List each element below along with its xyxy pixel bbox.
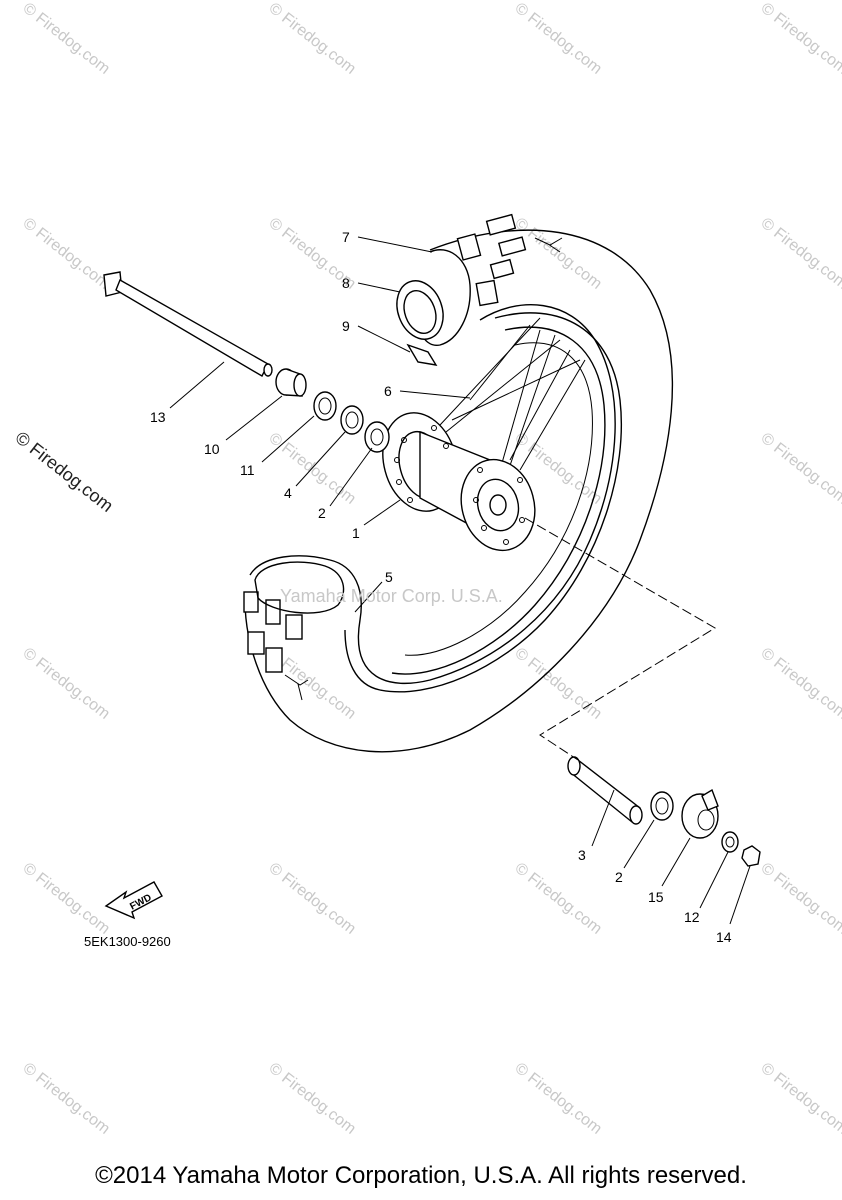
callout-14: 14 — [716, 929, 732, 945]
watermark-tile: © Firedog.com — [20, 860, 113, 938]
callout-3: 3 — [578, 847, 586, 863]
callout-1: 1 — [352, 525, 360, 541]
watermark-tile: © Firedog.com — [758, 430, 842, 508]
watermark-tile: © Firedog.com — [266, 1060, 359, 1138]
axle — [103, 271, 273, 377]
fwd-arrow-icon: FWD — [104, 881, 163, 920]
watermark-tile: © Firedog.com — [758, 215, 842, 293]
watermark-tile: © Firedog.com — [20, 1060, 113, 1138]
callout-5: 5 — [385, 569, 393, 585]
left-bearing-stack — [275, 368, 390, 453]
diagram-code: 5EK1300-9260 — [84, 934, 171, 949]
leader-lines — [169, 236, 751, 925]
tube-and-rim-band — [396, 249, 471, 366]
watermark-tile: © Firedog.com — [512, 645, 605, 723]
center-watermark: Yamaha Motor Corp. U.S.A. — [280, 586, 503, 606]
callout-15: 15 — [648, 889, 664, 905]
watermark-tile: © Firedog.com — [20, 215, 113, 293]
callout-8: 8 — [342, 275, 350, 291]
callout-labels: 7 8 9 6 13 10 11 4 2 1 5 3 2 15 12 14 — [150, 229, 732, 945]
callout-9: 9 — [342, 318, 350, 334]
copyright-notice: ©2014 Yamaha Motor Corporation, U.S.A. A… — [95, 1162, 747, 1189]
watermark-tile: © Firedog.com — [512, 860, 605, 938]
callout-6: 6 — [384, 383, 392, 399]
spokes — [439, 317, 586, 481]
tire — [243, 213, 674, 753]
watermark-tile: © Firedog.com — [20, 645, 113, 723]
watermark-tile: © Firedog.com — [758, 860, 842, 938]
callout-10: 10 — [204, 441, 220, 457]
watermark-tile: © Firedog.com — [758, 645, 842, 723]
side-watermark: © Firedog.com — [12, 427, 118, 516]
watermark-tile: © Firedog.com — [266, 0, 359, 78]
callout-13: 13 — [150, 409, 166, 425]
hub — [382, 412, 536, 552]
callout-7: 7 — [342, 229, 350, 245]
callout-2-right: 2 — [615, 869, 623, 885]
callout-2-left: 2 — [318, 505, 326, 521]
watermark-tile: © Firedog.com — [512, 1060, 605, 1138]
watermark-tile: © Firedog.com — [20, 0, 113, 78]
watermark-layer: © Firedog.com © Firedog.com © Firedog.com ©… — [20, 0, 842, 1138]
right-bearing-stack — [567, 756, 761, 867]
watermark-tile: © Firedog.com — [512, 215, 605, 293]
callout-4: 4 — [284, 485, 292, 501]
watermark-tile: © Firedog.com — [266, 860, 359, 938]
callout-12: 12 — [684, 909, 700, 925]
watermark-tile: © Firedog.com — [758, 1060, 842, 1138]
callout-11: 11 — [240, 462, 255, 478]
watermark-tile: © Firedog.com — [512, 0, 605, 78]
watermark-tile: © Firedog.com — [758, 0, 842, 78]
alignment-lines — [524, 517, 716, 761]
